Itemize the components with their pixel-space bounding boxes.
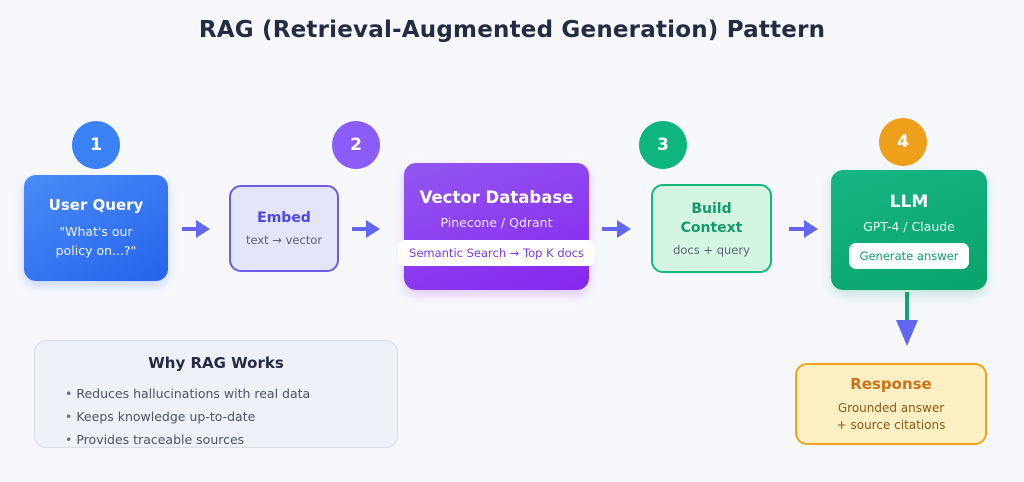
page-title: RAG (Retrieval-Augmented Generation) Pat… (198, 17, 826, 43)
step-badge-4-label: 4 (897, 132, 909, 152)
node-build-context-title: Build Context (681, 200, 743, 238)
step-badge-2-label: 2 (350, 135, 362, 155)
why-rag-works-title: Why RAG Works (148, 354, 284, 372)
node-embed-title: Embed (257, 210, 311, 226)
why-rag-works-list: Reduces hallucinations with real data Ke… (35, 383, 397, 452)
step-badge-3: 3 (639, 121, 687, 169)
arrow-embed-to-vectordb (352, 220, 380, 238)
arrow-shaft (789, 227, 804, 231)
node-llm-title: LLM (889, 191, 929, 212)
node-vector-database[interactable]: Vector Database Pinecone / Qdrant Semant… (398, 163, 595, 290)
why-rag-works-panel: Why RAG Works Reduces hallucinations wit… (34, 340, 398, 448)
arrow-head-icon (196, 220, 210, 238)
arrow-vectordb-to-context (602, 220, 631, 238)
node-build-context-title-line2: Context (680, 219, 743, 236)
node-response-subtitle-line1: Grounded answer (837, 400, 945, 415)
arrow-shaft (602, 227, 617, 231)
node-llm-pill[interactable]: Generate answer (848, 242, 970, 269)
node-vector-database-pill[interactable]: Semantic Search → Top K docs (398, 239, 595, 266)
step-badge-4: 4 (879, 118, 927, 166)
node-embed-subtitle: text → vector (245, 233, 323, 247)
node-llm[interactable]: LLM GPT-4 / Claude Generate answer (831, 170, 987, 290)
node-response-subtitle-line2: + source citations (836, 417, 946, 432)
node-vector-database-title: Vector Database (419, 187, 574, 207)
list-item: Reduces hallucinations with real data (65, 383, 397, 406)
node-build-context[interactable]: Build Context docs + query (651, 184, 772, 273)
node-response-subtitle: Grounded answer + source citations (837, 400, 946, 434)
node-user-query-subtitle: "What's our policy on...?" (56, 223, 137, 259)
arrow-shaft (182, 227, 196, 231)
step-badge-2: 2 (332, 121, 380, 169)
node-llm-subtitle: GPT-4 / Claude (863, 218, 955, 234)
list-item: Keeps knowledge up-to-date (65, 406, 397, 429)
step-badge-1: 1 (72, 121, 120, 169)
node-response-title: Response (850, 374, 932, 393)
node-user-query-subtitle-line2: policy on...?" (55, 242, 137, 258)
node-user-query[interactable]: User Query "What's our policy on...?" (24, 175, 168, 281)
arrow-query-to-embed (182, 220, 210, 238)
arrow-llm-to-response (896, 292, 918, 346)
node-embed[interactable]: Embed text → vector (229, 185, 339, 272)
arrow-shaft-vertical (905, 292, 909, 326)
arrow-head-icon (366, 220, 380, 238)
arrow-head-down-icon (896, 320, 918, 346)
node-build-context-title-line1: Build (691, 200, 732, 217)
list-item: Provides traceable sources (65, 429, 397, 452)
arrow-shaft (352, 227, 366, 231)
arrow-context-to-llm (789, 220, 818, 238)
node-user-query-subtitle-line1: "What's our (59, 224, 133, 240)
node-vector-database-subtitle: Pinecone / Qdrant (440, 214, 553, 230)
step-badge-1-label: 1 (90, 135, 102, 155)
arrow-head-icon (804, 220, 818, 238)
node-user-query-title: User Query (48, 196, 144, 215)
node-build-context-subtitle: docs + query (673, 243, 750, 258)
arrow-head-icon (617, 220, 631, 238)
node-response[interactable]: Response Grounded answer + source citati… (795, 363, 987, 445)
step-badge-3-label: 3 (657, 135, 669, 155)
